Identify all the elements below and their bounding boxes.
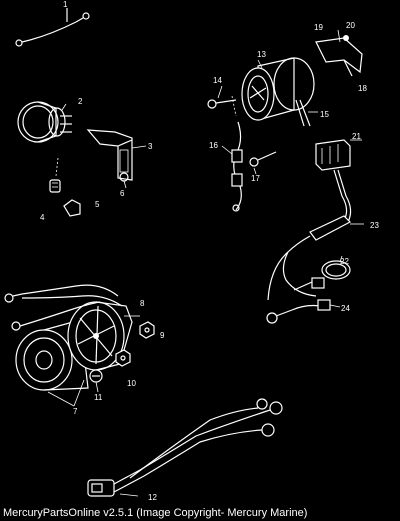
callout-19: 19 xyxy=(314,23,323,32)
callout-13: 13 xyxy=(257,50,266,59)
part-23-harness xyxy=(267,169,364,301)
callout-14: 14 xyxy=(213,76,222,85)
copyright-footer: MercuryPartsOnline v2.5.1 (Image Copyrig… xyxy=(3,507,308,519)
callout-8: 8 xyxy=(140,299,145,308)
part-22-clamp xyxy=(321,255,351,280)
part-12-harness xyxy=(87,398,283,497)
part-11-screw xyxy=(89,369,103,393)
callout-2: 2 xyxy=(78,97,83,106)
callout-24: 24 xyxy=(341,304,350,313)
callout-4: 4 xyxy=(40,213,45,222)
callout-23: 23 xyxy=(370,221,379,230)
callout-20: 20 xyxy=(346,21,355,30)
part-10-nut xyxy=(115,349,131,367)
part-17-screw xyxy=(249,151,277,175)
part-21-connector xyxy=(315,139,362,171)
part-3-bracket xyxy=(86,129,147,181)
part-5-cap xyxy=(63,199,81,217)
callout-18: 18 xyxy=(358,84,367,93)
callout-21: 21 xyxy=(352,132,361,141)
part-4-thumb-nut xyxy=(49,157,61,193)
part-2-gauge xyxy=(17,101,72,143)
part-1-lead-wire xyxy=(15,8,90,47)
part-18-bracket xyxy=(315,29,363,77)
callout-15: 15 xyxy=(320,110,329,119)
callout-6: 6 xyxy=(120,189,125,198)
lead-wires-upper-left xyxy=(4,284,123,331)
callout-10: 10 xyxy=(127,379,136,388)
part-9-nut xyxy=(139,321,155,339)
callout-22: 22 xyxy=(340,257,349,266)
callout-3: 3 xyxy=(148,142,153,151)
callout-12: 12 xyxy=(148,493,157,502)
part-14-screw xyxy=(207,85,237,117)
callout-1: 1 xyxy=(63,0,68,9)
part-24-terminals xyxy=(266,277,341,324)
callout-16: 16 xyxy=(209,141,218,150)
part-7-gauge-assembly xyxy=(15,301,140,407)
callout-17: 17 xyxy=(251,174,260,183)
callout-11: 11 xyxy=(94,393,103,402)
part-6-nut xyxy=(119,172,129,189)
callout-9: 9 xyxy=(160,331,165,340)
callout-5: 5 xyxy=(95,200,100,209)
part-13-gauge-body xyxy=(241,57,318,127)
callout-7: 7 xyxy=(73,407,78,416)
part-16-clip xyxy=(221,121,243,212)
